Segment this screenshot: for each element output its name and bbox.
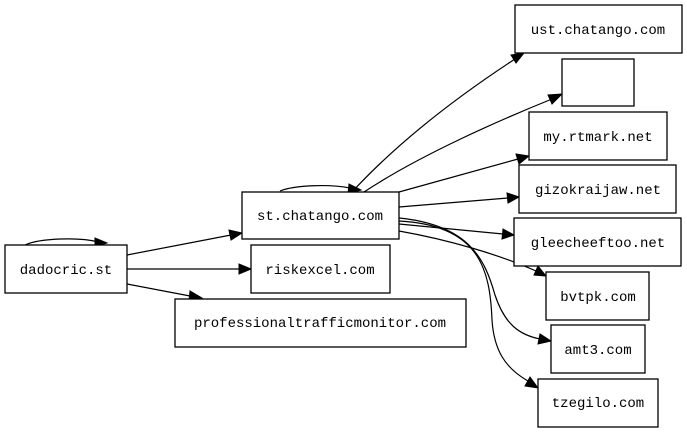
- node-amt3[interactable]: amt3.com: [550, 324, 646, 374]
- edge-st-chatango-self: [279, 185, 351, 192]
- node-label: gizokraijaw.net: [535, 183, 661, 199]
- edge-st-chatango-to-tzegilo: [398, 220, 529, 382]
- edge-dadocric-to-professionaltrafficmonitor: [126, 283, 191, 297]
- edge-dadocric-self: [24, 238, 99, 246]
- node-professionaltrafficmonitor[interactable]: professionaltrafficmonitor.com: [174, 298, 467, 348]
- nodes: dadocric.st st.chatango.com riskexcel.co…: [4, 4, 683, 428]
- arrow-head: [524, 376, 540, 389]
- node-my-rtmark[interactable]: my.rtmark.net: [528, 111, 668, 161]
- node-blank[interactable]: [561, 58, 635, 107]
- node-riskexcel[interactable]: riskexcel.com: [250, 244, 391, 294]
- edge-st-chatango-to-blank: [363, 98, 553, 193]
- arrow-head: [515, 153, 531, 165]
- edge-st-chatango-to-amt3: [398, 217, 541, 340]
- node-ust-chatango[interactable]: ust.chatango.com: [514, 4, 683, 54]
- node-tzegilo[interactable]: tzegilo.com: [537, 378, 659, 428]
- node-gleecheeftoo[interactable]: gleecheeftoo.net: [513, 217, 682, 267]
- edge-st-chatango-to-my-rtmark: [398, 158, 519, 193]
- arrow-head: [506, 192, 521, 204]
- arrow-head: [533, 265, 548, 277]
- node-bvtpk[interactable]: bvtpk.com: [545, 271, 650, 321]
- node-label: ust.chatango.com: [531, 23, 665, 39]
- arrow-head: [510, 52, 526, 64]
- edge-st-chatango-to-ust-chatango: [351, 58, 516, 193]
- node-dadocric[interactable]: dadocric.st: [4, 244, 128, 294]
- edge-dadocric-to-st-chatango: [126, 234, 232, 256]
- node-label: my.rtmark.net: [543, 130, 652, 146]
- arrow-head: [547, 93, 564, 105]
- arrow-head: [537, 333, 553, 345]
- node-label: amt3.com: [564, 343, 631, 359]
- node-label: professionaltrafficmonitor.com: [194, 316, 446, 332]
- edge-st-chatango-to-gizokraijaw: [398, 197, 509, 208]
- node-label: tzegilo.com: [552, 396, 644, 412]
- node-label: bvtpk.com: [560, 290, 636, 306]
- arrow-head: [228, 229, 244, 241]
- arrow-head: [501, 228, 516, 240]
- node-label: dadocric.st: [20, 263, 112, 279]
- node-st-chatango[interactable]: st.chatango.com: [241, 191, 400, 240]
- node-label: st.chatango.com: [257, 209, 383, 225]
- edge-st-chatango-to-gleecheeftoo: [398, 223, 504, 235]
- node-gizokraijaw[interactable]: gizokraijaw.net: [518, 164, 677, 214]
- node-label: riskexcel.com: [265, 263, 374, 279]
- arrow-head: [238, 263, 253, 275]
- node-label: gleecheeftoo.net: [531, 236, 665, 252]
